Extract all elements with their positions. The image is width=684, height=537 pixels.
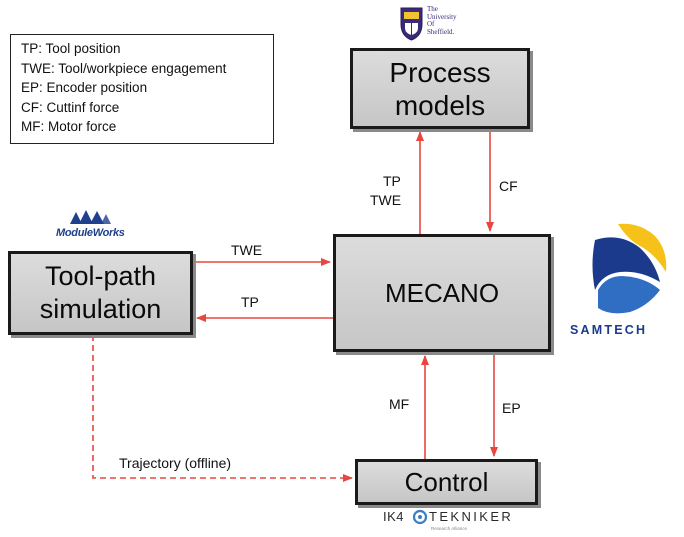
- tekniker-prefix: IK4: [383, 509, 405, 524]
- sheffield-line3: Of: [427, 20, 435, 28]
- process-models-box: Process models: [350, 48, 530, 129]
- edge-label-ep: EP: [502, 400, 521, 416]
- control-box: Control: [355, 459, 538, 505]
- mecano-label: MECANO: [384, 277, 500, 308]
- process-models-line2: models: [394, 89, 486, 121]
- mecano-box: MECANO: [333, 234, 551, 352]
- sheffield-line1: The: [427, 5, 438, 13]
- sheffield-line4: Sheffield.: [427, 27, 455, 36]
- legend-item-twe: TWE: Tool/workpiece engagement: [21, 60, 227, 76]
- sheffield-line2: University: [427, 12, 457, 21]
- edge-label-mf: MF: [389, 396, 410, 412]
- moduleworks-logo-icon: [70, 210, 111, 224]
- tekniker-subtitle: Research Alliance: [431, 526, 468, 531]
- toolpath-simulation-box: Tool-path simulation: [8, 251, 193, 335]
- toolpath-line2: simulation: [39, 294, 162, 324]
- edge-label-trajectory: Trajectory (offline): [119, 455, 232, 471]
- samtech-logo-icon: [592, 223, 667, 314]
- legend-item-ep: EP: Encoder position: [21, 80, 148, 96]
- process-models-line1: Process: [389, 56, 491, 88]
- sheffield-logo-text: The University Of Sheffield.: [427, 5, 457, 36]
- edge-label-tp-left: TP: [241, 294, 259, 310]
- edge-label-tp-up: TP: [383, 173, 401, 189]
- tekniker-name: TEKNIKER: [429, 509, 514, 524]
- sheffield-crest-icon: [400, 7, 423, 41]
- tekniker-logo-icon: [412, 509, 428, 525]
- legend-item-tp: TP: Tool position: [21, 41, 121, 56]
- arrow-trajectory-offline: [92, 335, 353, 482]
- moduleworks-logo-text: ModuleWorks: [56, 227, 125, 239]
- legend-item-cf: CF: Cuttinf force: [21, 99, 120, 115]
- edge-label-cf: CF: [499, 178, 518, 194]
- legend-item-mf: MF: Motor force: [21, 119, 117, 135]
- toolpath-line1: Tool-path: [44, 261, 157, 291]
- edge-label-twe-right: TWE: [231, 242, 263, 258]
- legend-box: TP: Tool position TWE: Tool/workpiece en…: [10, 34, 274, 144]
- edge-label-twe-up: TWE: [370, 192, 402, 208]
- samtech-logo-text: SAMTECH: [570, 323, 648, 337]
- control-label: Control: [404, 466, 489, 497]
